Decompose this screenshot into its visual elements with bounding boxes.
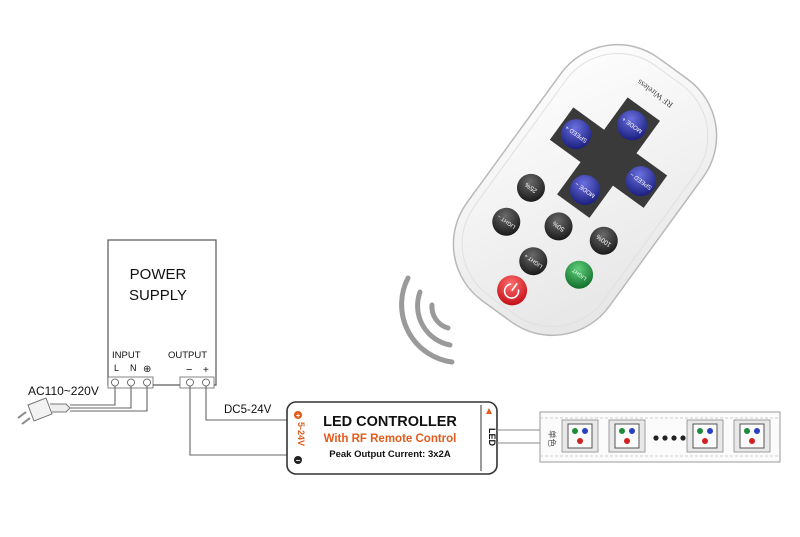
speed-plus-button[interactable]: SPEED + [555, 113, 597, 155]
brightness-50-button[interactable]: 50% [539, 207, 578, 246]
negative-sign: − [296, 456, 301, 465]
terminal-minus-label: − [186, 364, 192, 376]
light-plus-button[interactable]: LIGHT + [514, 242, 553, 281]
power-button[interactable] [491, 269, 533, 311]
terminal-block-input [107, 376, 154, 389]
led-chip [686, 419, 724, 453]
brightness-100-button[interactable]: 100% [584, 221, 623, 260]
input-label: INPUT [112, 350, 141, 361]
positive-sign: + [296, 413, 300, 420]
strip-side-label: 单色 [546, 430, 557, 448]
led-chip [561, 419, 599, 453]
terminal-block-output [179, 376, 215, 389]
brightness-25-button[interactable]: 25% [511, 168, 550, 207]
dc-voltage-label: DC5-24V [224, 404, 272, 416]
power-supply-title-2: SUPPLY [129, 287, 187, 304]
led-chip [608, 419, 646, 453]
ellipsis-dot [653, 435, 659, 441]
controller-led-tag: LED [487, 428, 497, 447]
rf-remote: RF Wireless SPEED + MODE + MODE − SPEED … [452, 43, 718, 337]
power-supply: POWER SUPPLY INPUT OUTPUT L N ⊕ − + [107, 239, 217, 389]
positive-terminal-icon [294, 411, 302, 419]
negative-terminal-icon [294, 456, 302, 464]
led-strip: 单色 [539, 411, 781, 463]
led-controller: LED CONTROLLER With RF Remote Control Pe… [286, 401, 498, 475]
mode-minus-button[interactable]: MODE − [564, 169, 606, 211]
terminal-l-label: L [114, 363, 119, 373]
light-button[interactable]: LIGHT [560, 255, 599, 294]
ellipsis-dot [662, 435, 668, 441]
ellipsis-dot [671, 435, 677, 441]
ac-input-label: AC110~220V [28, 384, 99, 398]
light-minus-button[interactable]: LIGHT − [487, 202, 526, 241]
power-supply-title-1: POWER [130, 266, 187, 283]
strip-ellipsis [653, 435, 686, 441]
controller-peak-current: Peak Output Current: 3x2A [329, 449, 451, 460]
ac-plug [17, 397, 71, 425]
led-chip [733, 419, 771, 453]
ellipsis-dot [680, 435, 686, 441]
warning-triangle-icon [486, 408, 492, 414]
power-icon [503, 283, 520, 299]
rf-signal-waves [399, 275, 455, 365]
output-label: OUTPUT [168, 350, 207, 361]
terminal-plus-label: + [203, 365, 209, 376]
mode-plus-button[interactable]: MODE + [611, 104, 653, 146]
strip-wires [497, 429, 540, 444]
terminal-n-label: N [130, 363, 137, 373]
led-chips [561, 419, 771, 453]
controller-voltage-label: 5-24V [296, 422, 306, 446]
speed-minus-button[interactable]: SPEED − [620, 160, 662, 202]
controller-title: LED CONTROLLER [323, 414, 457, 430]
ac-wires [70, 386, 148, 412]
terminal-ground-label: ⊕ [143, 364, 151, 375]
dc-wires [189, 386, 290, 456]
controller-subtitle: With RF Remote Control [324, 433, 457, 445]
